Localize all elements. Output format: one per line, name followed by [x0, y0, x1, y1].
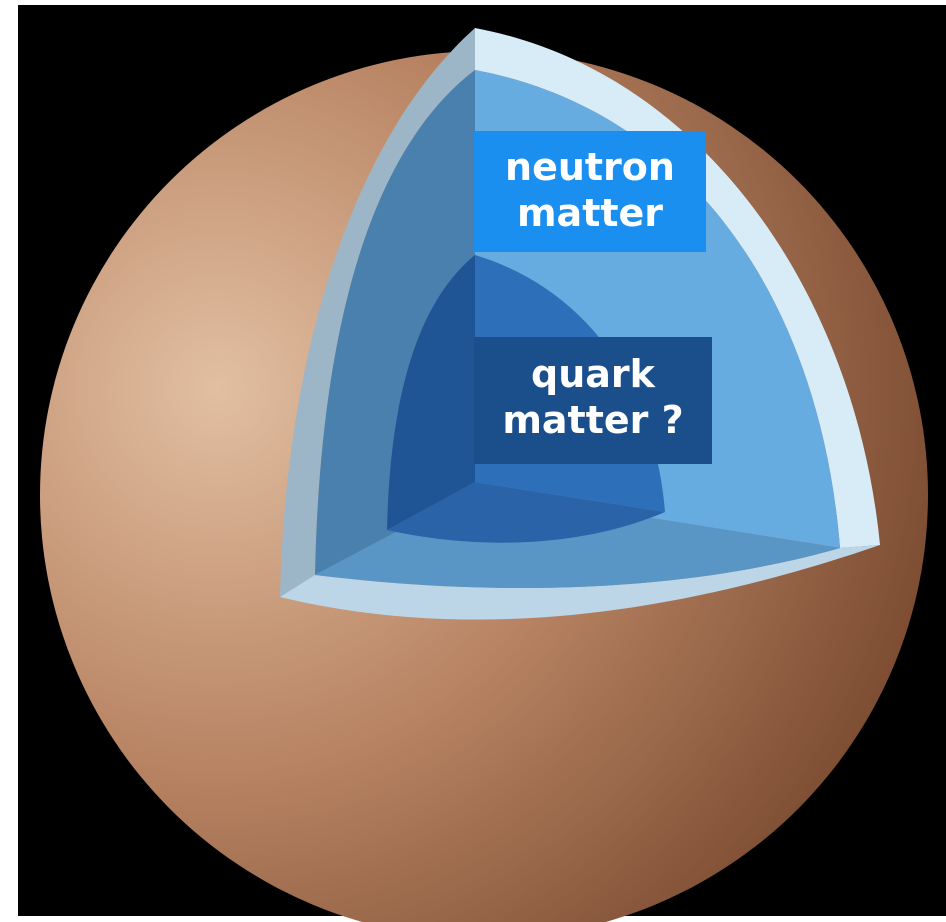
- outer-crust-left-wall: [280, 28, 475, 597]
- outer-crust-floor: [280, 545, 880, 620]
- neutron-matter-label: neutron matter: [474, 131, 706, 252]
- neutron-label-line2: matter: [516, 191, 664, 235]
- quark-matter-left-wall: [387, 255, 475, 530]
- quark-matter-floor: [387, 482, 665, 543]
- quark-label-line1: quark: [531, 352, 655, 396]
- neutron-label-line1: neutron: [505, 145, 675, 189]
- quark-matter-label: quark matter ?: [474, 337, 712, 464]
- quark-label-line2: matter ?: [502, 398, 684, 442]
